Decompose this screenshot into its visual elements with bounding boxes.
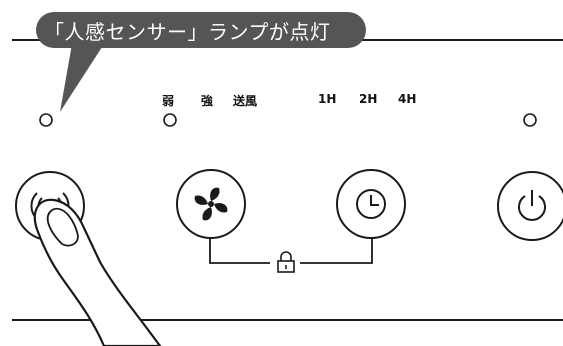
fan-indicator-lamp xyxy=(163,113,177,127)
fan-icon xyxy=(176,169,246,239)
fan-label-strong: 強 xyxy=(201,94,214,108)
timer-button[interactable] xyxy=(335,168,407,240)
power-button[interactable] xyxy=(496,170,563,242)
power-indicator-lamp xyxy=(523,113,537,127)
fan-button[interactable] xyxy=(175,168,247,240)
fan-label-weak: 弱 xyxy=(162,94,175,108)
power-icon xyxy=(497,171,563,241)
sensor-indicator-lamp xyxy=(39,113,53,127)
fan-label-blow: 送風 xyxy=(233,94,258,108)
clock-icon xyxy=(336,169,406,239)
timer-label-2h: 2H xyxy=(359,92,378,106)
lock-icon xyxy=(277,251,295,273)
timer-label-4h: 4H xyxy=(398,92,417,106)
callout-text: 「人感センサー」ランプが点灯 xyxy=(44,20,331,44)
callout-bubble xyxy=(36,12,366,112)
timer-label-1h: 1H xyxy=(318,92,337,106)
